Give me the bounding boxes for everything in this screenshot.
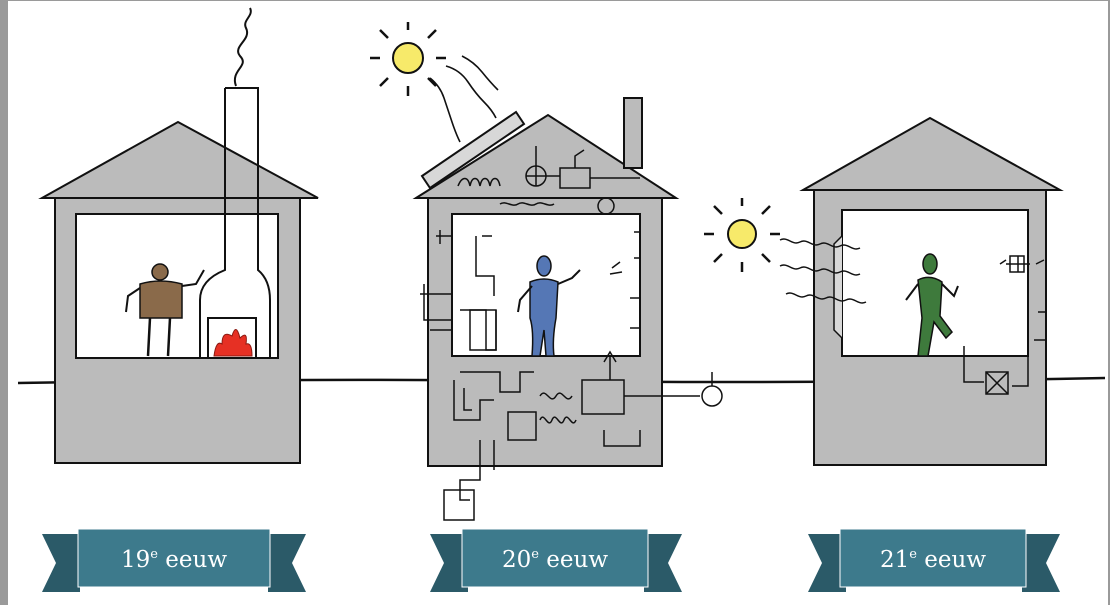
smoke-19 <box>235 8 251 86</box>
house-19th-century <box>42 8 318 463</box>
era-label-19: 19e eeuw <box>121 547 227 573</box>
chimney-20 <box>624 98 642 168</box>
house-21-roof <box>803 118 1060 190</box>
era-label-20: 20e eeuw <box>502 547 608 573</box>
banner-19th-century: 19e eeuw <box>42 529 306 592</box>
banner-21st-century: 21e eeuw <box>808 529 1060 592</box>
house-20th-century <box>370 22 722 520</box>
era-label-21: 21e eeuw <box>880 547 986 573</box>
sun-rays-20 <box>430 56 498 142</box>
glazed-facade <box>834 236 842 338</box>
sun-icon-20 <box>370 22 446 96</box>
banner-20th-century: 20e eeuw <box>430 529 682 592</box>
house-21st-century <box>704 118 1060 465</box>
house-19-roof <box>42 122 318 198</box>
sun-icon-21 <box>704 198 780 272</box>
